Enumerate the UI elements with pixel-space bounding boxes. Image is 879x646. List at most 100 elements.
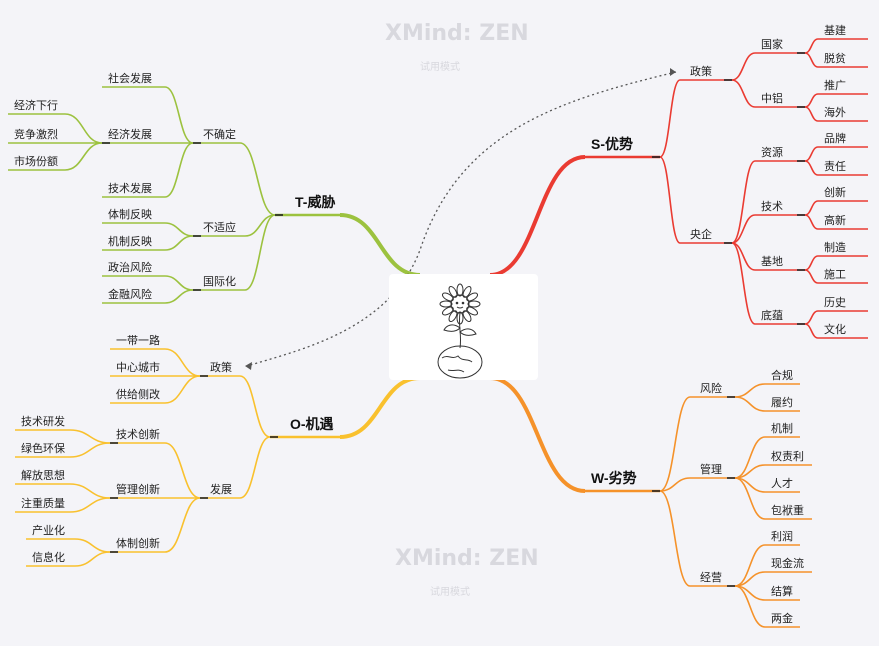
subtopic[interactable]: 人才 [771,476,793,490]
petal-icon [456,283,464,297]
main-topic[interactable]: O-机遇 [290,416,334,432]
connector-line [804,146,819,162]
subtopic[interactable]: 市场份额 [14,154,58,168]
subtopic[interactable]: 金融风险 [108,287,152,301]
connector-line [64,113,103,144]
arrow-head-icon [670,68,676,76]
subtopic[interactable]: 管理创新 [116,482,160,496]
connector-line [659,396,691,492]
subtopic[interactable]: 政策 [690,64,712,78]
connector-line [64,142,103,171]
connector-line [731,52,756,81]
subtopic[interactable]: 技术 [761,200,783,213]
connector-line [339,213,421,277]
subtopic[interactable]: 经营 [700,570,722,584]
subtopic[interactable]: 文化 [824,322,846,336]
subtopic[interactable]: 政策 [210,360,232,374]
subtopic[interactable]: 管理 [700,462,722,476]
connector-line [731,160,756,244]
subtopic[interactable]: 社会发展 [108,71,152,85]
subtopic[interactable]: 履约 [771,396,793,409]
arrow-head-icon [245,362,252,370]
subtopic[interactable]: 中铝 [761,91,783,105]
subtopic[interactable]: 政治风险 [108,260,152,274]
connector-line [804,160,819,176]
connector-line [339,376,421,439]
subtopic[interactable]: 解放思想 [21,468,65,482]
subtopic[interactable]: 国家 [761,37,783,51]
petal-icon [462,310,472,323]
petal-icon [466,306,479,316]
subtopic[interactable]: 历史 [824,296,846,309]
subtopic[interactable]: 海外 [824,105,846,119]
subtopic[interactable]: 结算 [771,584,793,598]
subtopic[interactable]: 利润 [771,529,793,543]
subtopic[interactable]: 底蕴 [761,308,783,322]
connector-line [489,155,586,277]
subtopic[interactable]: 推广 [824,78,846,92]
subtopic[interactable]: 权责利 [771,450,804,463]
connector-line [489,376,586,493]
connections [8,38,868,628]
subtopic[interactable]: 创新 [824,185,846,199]
petal-icon [441,292,454,302]
subtopic[interactable]: 竞争激烈 [14,127,58,141]
connector-line [804,93,819,108]
subtopic[interactable]: 基建 [824,23,846,37]
connector-line [164,289,194,304]
connector-line [804,323,819,339]
connector-line [69,429,111,444]
subtopic[interactable]: 国际化 [203,274,236,288]
subtopic[interactable]: 技术创新 [116,427,160,441]
connector-line [804,255,819,271]
subtopic[interactable]: 风险 [700,381,722,395]
subtopic[interactable]: 高新 [824,213,846,227]
subtopic[interactable]: 央企 [690,227,712,241]
subtopic[interactable]: 产业化 [32,523,65,537]
subtopic[interactable]: 中心城市 [116,360,160,374]
subtopic[interactable]: 技术发展 [108,181,152,195]
connector-line [734,544,766,587]
connector-line [74,538,111,553]
connector-line [164,497,201,553]
subtopic[interactable]: 机制 [771,421,793,435]
connector-line [804,269,819,284]
subtopic[interactable]: 信息化 [32,550,65,564]
petal-icon [439,300,453,308]
subtopic[interactable]: 绿色环保 [21,441,65,455]
subtopic[interactable]: 经济下行 [14,98,58,112]
main-topic[interactable]: T-威胁 [295,194,335,210]
subtopic[interactable]: 责任 [824,160,846,173]
connector-line [804,52,819,68]
subtopic[interactable]: 体制反映 [108,207,152,221]
subtopic[interactable]: 体制创新 [116,536,160,550]
subtopic[interactable]: 基地 [761,255,783,268]
connector-line [734,477,766,520]
subtopic[interactable]: 供给侧改 [116,387,160,401]
subtopic[interactable]: 品牌 [824,131,846,145]
subtopic[interactable]: 脱贫 [824,51,846,65]
subtopic[interactable]: 施工 [824,268,846,281]
central-topic[interactable] [389,274,538,380]
subtopic[interactable]: 一带一路 [116,334,160,347]
subtopic[interactable]: 机制反映 [108,234,152,248]
subtopic[interactable]: 现金流 [771,556,804,570]
subtopic[interactable]: 不适应 [203,220,236,234]
subtopic[interactable]: 技术研发 [21,414,65,428]
subtopic[interactable]: 合规 [771,368,793,382]
subtopic[interactable]: 制造 [824,240,846,254]
subtopic[interactable]: 两金 [771,611,793,625]
subtopic[interactable]: 包袱重 [771,503,804,517]
subtopic[interactable]: 注重质量 [21,496,65,510]
subtopic[interactable]: 资源 [761,145,783,159]
connector-line [804,214,819,230]
connector-line [164,348,201,377]
connector-line [734,383,766,398]
petal-icon [467,300,481,308]
subtopic[interactable]: 经济发展 [108,127,152,141]
main-topic[interactable]: W-劣势 [591,470,637,486]
subtopic[interactable]: 不确定 [203,127,236,141]
main-topic[interactable]: S-优势 [591,136,633,152]
subtopic[interactable]: 发展 [210,482,232,496]
